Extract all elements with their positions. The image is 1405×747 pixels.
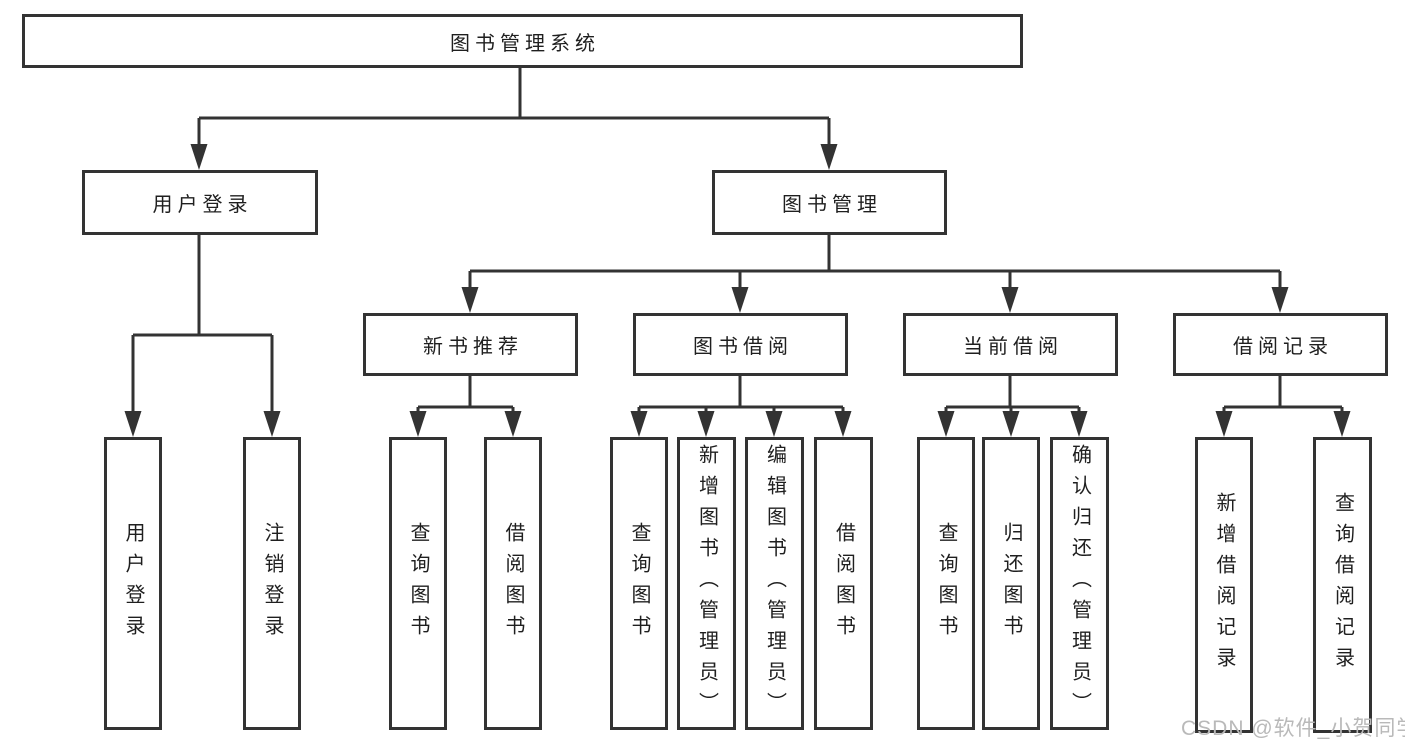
node-borrowing-records: 借阅记录 [1173,313,1388,376]
leaf-query-books-borrowing: 查询图书 [610,437,668,730]
leaf-query-books-recommend: 查询图书 [389,437,447,730]
node-book-borrowing: 图书借阅 [633,313,848,376]
leaf-logout: 注销登录 [243,437,301,730]
node-user-login: 用户登录 [82,170,318,235]
leaf-return-books: 归还图书 [982,437,1040,730]
leaf-edit-books-admin: 编辑图书（管理员） [745,437,804,730]
node-book-management: 图书管理 [712,170,947,235]
node-current-borrowing: 当前借阅 [903,313,1118,376]
csdn-watermark: CSDN @软件_小贺同学 [1181,717,1405,740]
leaf-add-books-admin: 新增图书（管理员） [677,437,736,730]
leaf-add-borrow-record: 新增借阅记录 [1195,437,1253,733]
leaf-user-login: 用户登录 [104,437,162,730]
leaf-borrow-books-borrowing: 借阅图书 [814,437,873,730]
leaf-query-borrow-record: 查询借阅记录 [1313,437,1372,733]
leaf-confirm-return-admin: 确认归还（管理员） [1050,437,1109,730]
node-new-book-recommend: 新书推荐 [363,313,578,376]
leaf-query-books-current: 查询图书 [917,437,975,730]
leaf-borrow-books-recommend: 借阅图书 [484,437,542,730]
node-root-system: 图书管理系统 [22,14,1023,68]
